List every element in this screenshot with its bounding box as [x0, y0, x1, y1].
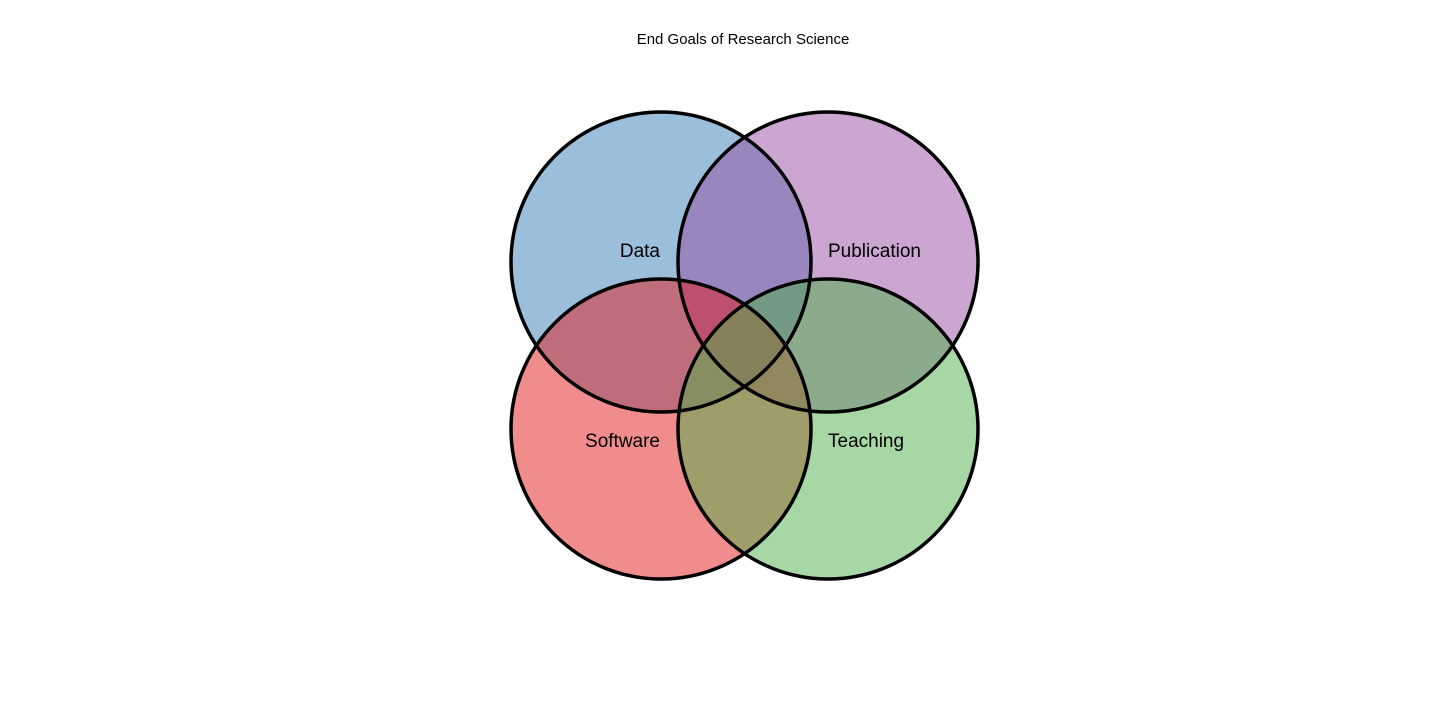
diagram-title: End Goals of Research Science [637, 31, 850, 48]
venn-labels: Data Publication Software Teaching [585, 241, 921, 452]
circle-outline-data [509, 110, 813, 414]
venn-outlines [509, 110, 980, 581]
circle-outline-publication [676, 110, 980, 414]
circle-outline-software [509, 277, 813, 581]
circle-fill-teaching [678, 279, 978, 579]
circle-outline-teaching [676, 277, 980, 581]
label-publication: Publication [828, 241, 921, 262]
label-data: Data [620, 241, 661, 262]
venn-fills [511, 112, 978, 579]
label-software: Software [585, 431, 660, 452]
label-teaching: Teaching [828, 431, 904, 452]
